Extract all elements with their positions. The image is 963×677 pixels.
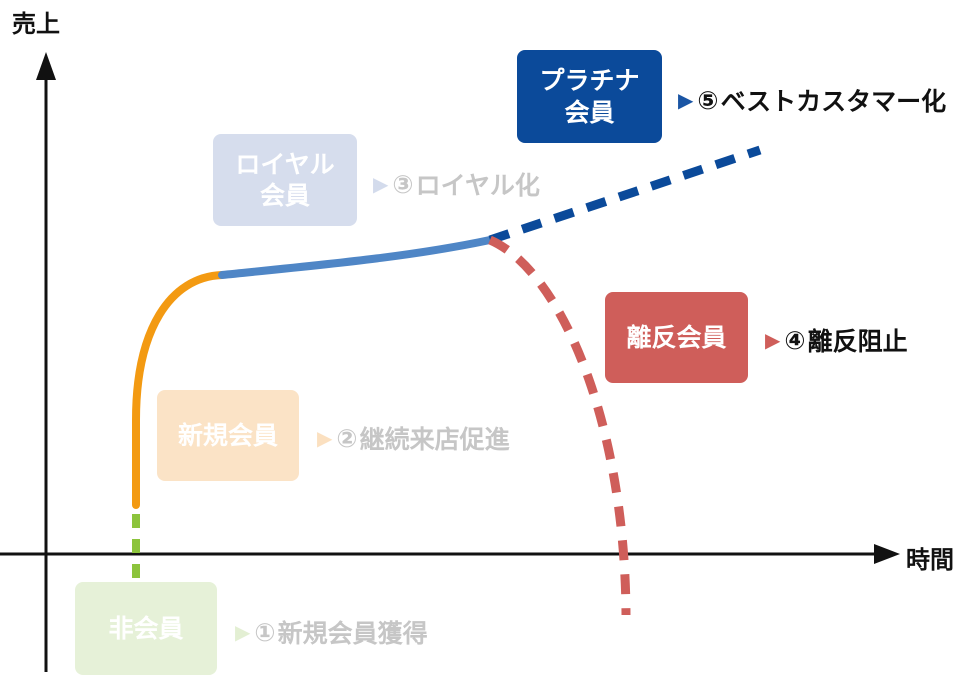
y-axis-arrowhead xyxy=(36,52,56,80)
step-churn-prevention: ▶ ④ 離反阻止 xyxy=(765,322,908,358)
step-text: 離反阻止 xyxy=(807,327,908,356)
step-text: 新規会員獲得 xyxy=(277,619,428,648)
x-axis-arrowhead xyxy=(874,544,900,564)
new-member-curve xyxy=(132,271,226,509)
step-best-customer: ▶ ⑤ ベストカスタマー化 xyxy=(678,82,946,118)
loyal-member-curve xyxy=(218,236,494,279)
step-text: ベストカスタマー化 xyxy=(720,87,947,116)
platinum-member-box: プラチナ 会員 xyxy=(517,50,662,143)
churn-member-label: 離反会員 xyxy=(626,322,727,352)
step-number: ③ xyxy=(392,169,414,199)
step-number: ④ xyxy=(784,325,806,355)
triangle-arrow-icon: ▶ xyxy=(317,426,333,450)
platinum-dashed-path xyxy=(488,145,762,245)
nonmember-box: 非会員 xyxy=(75,582,217,675)
x-axis-label: 時間 xyxy=(906,546,954,574)
step-number: ② xyxy=(336,423,358,453)
nonmember-label: 非会員 xyxy=(108,613,184,643)
loyal-member-label-line2: 会員 xyxy=(259,181,310,210)
triangle-arrow-icon: ▶ xyxy=(678,88,694,112)
step-text: 継続来店促進 xyxy=(359,425,510,454)
loyal-member-box: ロイヤル 会員 xyxy=(213,134,357,226)
churn-member-box: 離反会員 xyxy=(605,292,748,383)
platinum-member-label-line1: プラチナ xyxy=(539,66,640,96)
step-text: ロイヤル化 xyxy=(415,171,540,200)
step-repeat-visit: ▶ ② 継続来店促進 xyxy=(317,420,510,456)
triangle-arrow-icon: ▶ xyxy=(765,328,781,352)
y-axis-label: 売上 xyxy=(12,10,60,38)
step-number: ① xyxy=(254,617,276,647)
loyal-member-label-line1: ロイヤル xyxy=(235,149,335,179)
triangle-arrow-icon: ▶ xyxy=(373,172,389,196)
step-new-acquisition: ▶ ① 新規会員獲得 xyxy=(235,614,428,650)
step-loyalization: ▶ ③ ロイヤル化 xyxy=(373,166,540,202)
new-member-box: 新規会員 xyxy=(157,390,299,481)
step-number: ⑤ xyxy=(697,85,719,115)
new-member-label: 新規会員 xyxy=(177,420,278,450)
triangle-arrow-icon: ▶ xyxy=(235,620,251,644)
platinum-member-label-line2: 会員 xyxy=(564,97,615,127)
